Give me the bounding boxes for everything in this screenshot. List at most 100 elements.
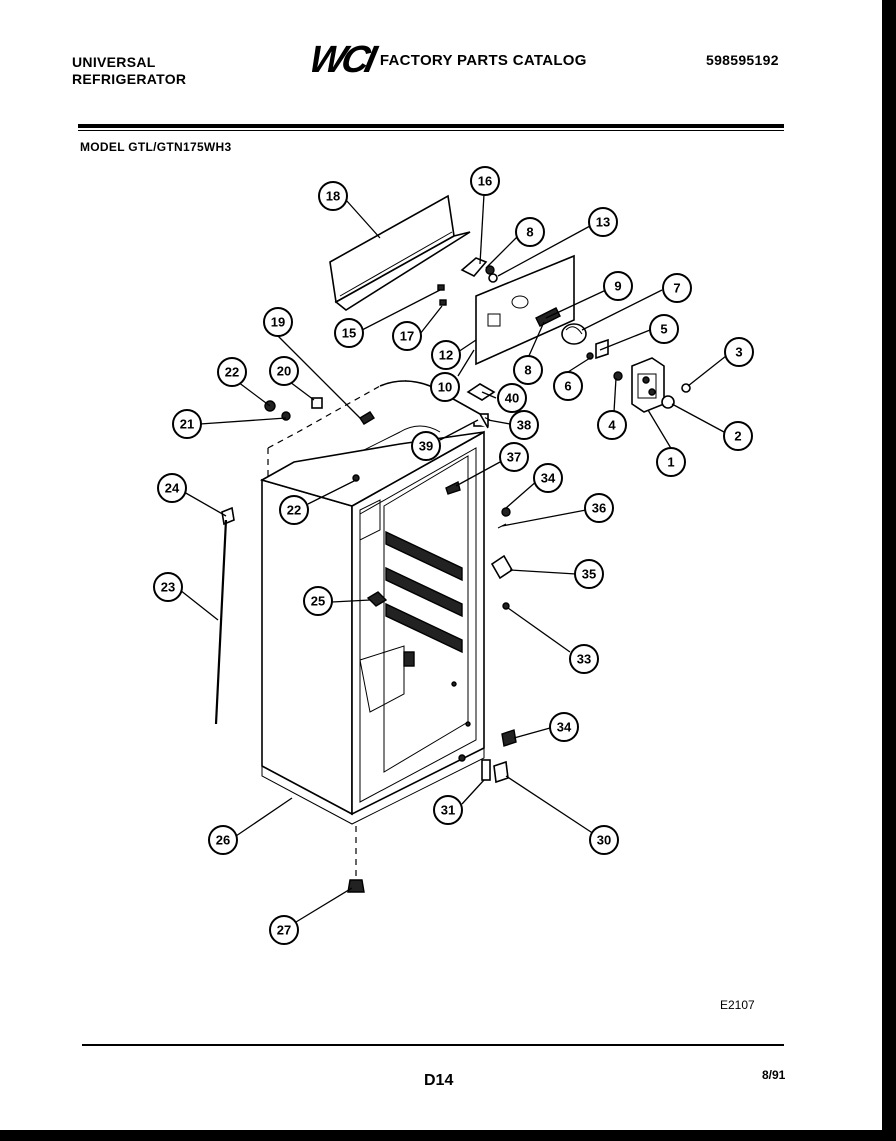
callout-label-21: 22 bbox=[225, 365, 239, 380]
callout-label-19: 20 bbox=[277, 364, 291, 379]
callout-23: 23 bbox=[153, 572, 183, 602]
callout-label-17: 18 bbox=[326, 189, 340, 204]
model-label: MODEL GTL/GTN175WH3 bbox=[80, 140, 232, 154]
callout-label-40: 40 bbox=[505, 391, 519, 406]
exploded-parts-diagram: 18 16 8 13 15 17 9 7 5 12 8 10 6 3 4 2 1… bbox=[153, 166, 754, 945]
callout-label-33: 33 bbox=[577, 652, 591, 667]
callout-label-5: 5 bbox=[660, 322, 667, 337]
callout-label-37: 37 bbox=[507, 450, 521, 465]
callout-39: 39 bbox=[411, 431, 441, 461]
light-housing-part bbox=[631, 357, 665, 413]
catalog-title: FACTORY PARTS CATALOG bbox=[379, 51, 587, 69]
callout-14: 16 bbox=[470, 166, 500, 196]
callout-label-10: 10 bbox=[438, 380, 452, 395]
callout-label-27: 27 bbox=[277, 923, 291, 938]
callout-31: 31 bbox=[433, 795, 463, 825]
callout-label-3: 3 bbox=[735, 345, 742, 360]
callout-label-30: 30 bbox=[597, 833, 611, 848]
cabinet-body bbox=[259, 430, 485, 825]
callout-label-23: 23 bbox=[161, 580, 175, 595]
callout-34-top: 34 bbox=[533, 463, 563, 493]
parts-catalog-page: UNIVERSAL REFRIGERATOR WCI FACTORY PARTS… bbox=[0, 0, 882, 1130]
callout-6: 6 bbox=[553, 371, 583, 401]
callout-38: 38 bbox=[509, 410, 539, 440]
callout-21: 22 bbox=[217, 357, 247, 387]
part-drawings bbox=[214, 194, 691, 893]
brand-block: UNIVERSAL REFRIGERATOR bbox=[72, 54, 186, 88]
callout-33: 33 bbox=[569, 644, 599, 674]
callout-37: 37 bbox=[499, 442, 529, 472]
top-louver-part bbox=[329, 194, 471, 311]
louver-screws bbox=[437, 284, 447, 306]
callout-12: 12 bbox=[431, 340, 461, 370]
drain-tube-parts bbox=[214, 506, 235, 725]
callout-15: 15 bbox=[334, 318, 364, 348]
callout-26: 26 bbox=[208, 825, 238, 855]
page-code: D14 bbox=[424, 1072, 454, 1089]
callout-25: 25 bbox=[303, 586, 333, 616]
callout-label-9: 9 bbox=[614, 279, 621, 294]
brand-line-1: UNIVERSAL bbox=[72, 54, 156, 70]
callout-label-14: 16 bbox=[478, 174, 492, 189]
callout-17: 18 bbox=[318, 181, 348, 211]
leveling-leg-part bbox=[347, 826, 365, 893]
header-rule bbox=[78, 124, 784, 128]
callout-balloons: 18 16 8 13 15 17 9 7 5 12 8 10 6 3 4 2 1… bbox=[153, 166, 754, 945]
callout-8-top: 8 bbox=[515, 217, 545, 247]
leader-lines bbox=[179, 193, 727, 923]
hinge-parts bbox=[458, 507, 517, 784]
catalog-date: 8/91 bbox=[762, 1068, 786, 1082]
callout-label-24: 24 bbox=[165, 481, 180, 496]
callout-label-39: 39 bbox=[419, 439, 433, 454]
callout-label-31: 31 bbox=[441, 803, 455, 818]
callout-label-16: 17 bbox=[400, 329, 414, 344]
callout-label-35: 35 bbox=[582, 567, 596, 582]
callout-label-4: 4 bbox=[608, 418, 616, 433]
callout-label-12: 12 bbox=[439, 348, 453, 363]
callout-label-25: 25 bbox=[311, 594, 325, 609]
callout-10: 10 bbox=[430, 372, 460, 402]
header-rule-thin bbox=[78, 130, 784, 131]
callout-24: 24 bbox=[157, 473, 187, 503]
catalog-number: 598595192 bbox=[706, 52, 779, 68]
callout-20: 21 bbox=[172, 409, 202, 439]
callout-13: 13 bbox=[588, 207, 618, 237]
callout-36: 36 bbox=[584, 493, 614, 523]
callout-label-38: 38 bbox=[517, 418, 531, 433]
callout-label-36: 36 bbox=[592, 501, 606, 516]
callout-label-22: 22 bbox=[287, 503, 301, 518]
callout-19: 20 bbox=[269, 356, 299, 386]
small-fasteners bbox=[264, 397, 375, 425]
callout-label-15: 15 bbox=[342, 326, 356, 341]
callout-1: 1 bbox=[656, 447, 686, 477]
callout-34-bottom: 34 bbox=[549, 712, 579, 742]
brand-line-2: REFRIGERATOR bbox=[72, 71, 187, 87]
catalog-header: WCI FACTORY PARTS CATALOG bbox=[306, 39, 587, 81]
callout-label-6: 6 bbox=[564, 379, 571, 394]
callout-40: 40 bbox=[497, 383, 527, 413]
callout-22: 22 bbox=[279, 495, 309, 525]
callout-9: 9 bbox=[603, 271, 633, 301]
footer-rule bbox=[82, 1044, 784, 1046]
callout-5: 5 bbox=[649, 314, 679, 344]
callout-3: 3 bbox=[724, 337, 754, 367]
callout-30: 30 bbox=[589, 825, 619, 855]
callout-label-34a: 34 bbox=[541, 471, 556, 486]
callout-35: 35 bbox=[574, 559, 604, 589]
callout-2: 2 bbox=[723, 421, 753, 451]
callout-label-13: 13 bbox=[596, 215, 610, 230]
callout-label-7: 7 bbox=[673, 281, 680, 296]
callout-label-8b: 8 bbox=[524, 363, 531, 378]
callout-8-bottom: 8 bbox=[513, 355, 543, 385]
shelf-support-parts bbox=[445, 480, 471, 727]
callout-18: 19 bbox=[263, 307, 293, 337]
callout-label-26: 26 bbox=[216, 833, 230, 848]
switch-parts bbox=[586, 338, 609, 360]
callout-label-1: 1 bbox=[667, 455, 674, 470]
callout-label-2: 2 bbox=[734, 429, 741, 444]
callout-27: 27 bbox=[269, 915, 299, 945]
callout-label-18: 19 bbox=[271, 315, 285, 330]
drawing-code: E2107 bbox=[720, 998, 755, 1012]
callout-7: 7 bbox=[662, 273, 692, 303]
callout-4: 4 bbox=[597, 410, 627, 440]
